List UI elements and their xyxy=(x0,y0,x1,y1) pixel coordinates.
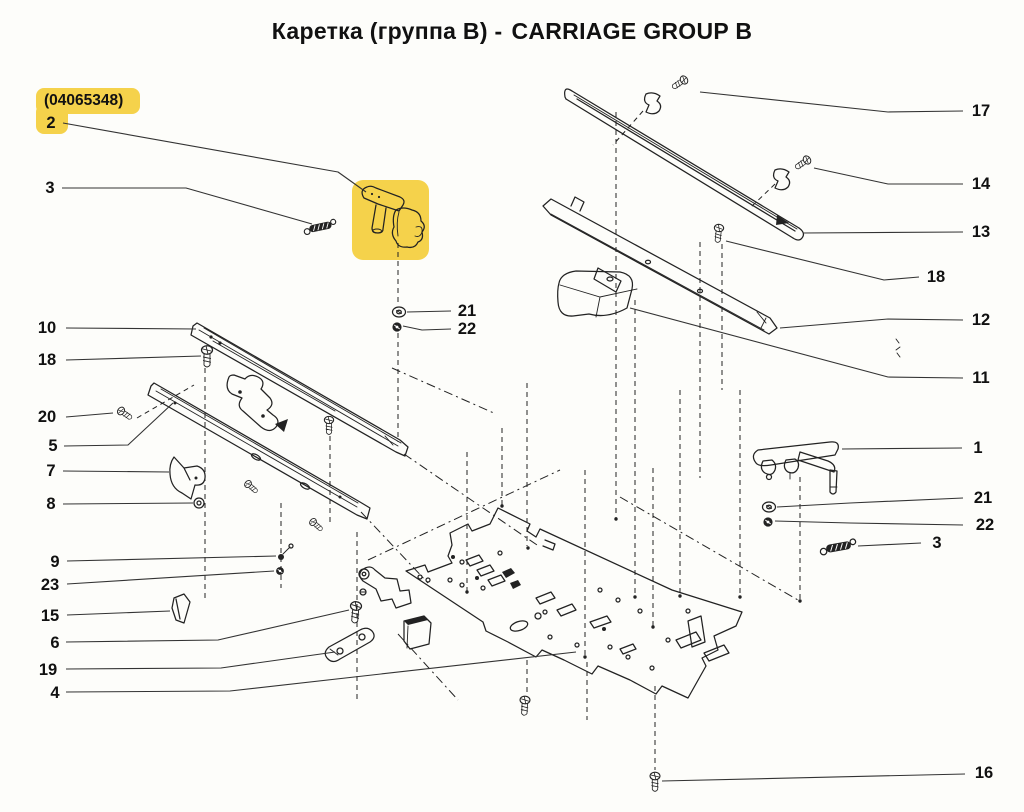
projection-lines xyxy=(136,110,802,770)
title-english: CARRIAGE GROUP B xyxy=(511,18,753,44)
screw-part-16 xyxy=(649,771,661,792)
callout-3-left: 3 xyxy=(45,178,55,197)
callout-12: 12 xyxy=(971,310,991,329)
rail-part-5 xyxy=(147,382,371,520)
washer-part-22-mid xyxy=(391,321,403,333)
callout-7: 7 xyxy=(46,461,56,480)
leader-line-6 xyxy=(65,609,350,643)
leader-line-18-right xyxy=(725,240,920,281)
block-part xyxy=(403,615,432,650)
leader-line-18-left xyxy=(65,355,202,361)
callout-18-left: 18 xyxy=(37,350,57,369)
leader-line-2 xyxy=(62,122,367,193)
screw-part-14 xyxy=(792,153,813,172)
leader-line-5 xyxy=(63,402,174,447)
pin-part-9 xyxy=(278,543,294,560)
callout-20: 20 xyxy=(37,407,57,426)
grommet-part-8 xyxy=(193,497,205,509)
title-russian: Каретка (группа В) - xyxy=(271,18,503,44)
leader-line-7 xyxy=(62,470,170,473)
leader-line-8 xyxy=(62,502,194,505)
leader-line-15 xyxy=(66,610,171,616)
scan-marks xyxy=(895,338,901,358)
callout-10: 10 xyxy=(37,318,57,337)
highlight-part-2 xyxy=(352,180,429,260)
spring-part-3-left xyxy=(302,218,338,236)
callout-21-mid: 21 xyxy=(457,301,477,320)
screw-under-plate xyxy=(518,695,531,717)
washer-part-21-mid xyxy=(391,306,407,318)
callout-23: 23 xyxy=(40,575,60,594)
nut-part-23 xyxy=(275,566,285,576)
screw-lower-left xyxy=(242,478,260,496)
callout-16: 16 xyxy=(974,763,994,782)
page-title: Каретка (группа В) - CARRIAGE GROUP B xyxy=(0,18,1024,45)
callout-13: 13 xyxy=(971,222,991,241)
leader-line-19 xyxy=(65,651,336,670)
bar-part-12 xyxy=(542,196,778,335)
callout-14: 14 xyxy=(971,174,991,193)
leader-line-10 xyxy=(65,327,197,330)
screw-part-20 xyxy=(115,405,135,423)
callout-21-right: 21 xyxy=(973,488,993,507)
callout-8: 8 xyxy=(46,494,56,513)
screw-lower-mid xyxy=(307,516,325,534)
callout-11: 11 xyxy=(972,368,990,387)
callout-22-mid: 22 xyxy=(457,319,477,338)
leader-line-3-left xyxy=(62,187,313,225)
callout-6: 6 xyxy=(50,633,60,652)
top-rail-part-13 xyxy=(564,88,805,241)
highlight-part-code xyxy=(36,88,140,134)
callout-4: 4 xyxy=(50,683,60,702)
callout-3-right: 3 xyxy=(932,533,942,552)
leader-line-9 xyxy=(66,555,277,562)
pawl-part-7 xyxy=(169,456,206,500)
leader-line-3-right xyxy=(857,542,922,547)
clip-part-17 xyxy=(643,92,662,115)
wedge-part-15 xyxy=(171,593,191,624)
callout-2: 2 xyxy=(46,113,56,132)
lever-part-2-highlighted xyxy=(361,185,425,249)
leader-line-11 xyxy=(629,307,964,379)
washer-part-22-right xyxy=(762,516,774,528)
leader-line-16 xyxy=(661,773,966,782)
callout-15: 15 xyxy=(40,606,60,625)
leader-line-13 xyxy=(802,231,964,234)
callout-18-right: 18 xyxy=(926,267,946,286)
washer-part-21-right xyxy=(761,501,777,513)
screw-center xyxy=(323,415,335,435)
callout-5: 5 xyxy=(48,436,58,455)
rail-part-10 xyxy=(190,322,409,457)
lever-part-6 xyxy=(348,566,412,625)
clip-part-14 xyxy=(772,168,791,191)
callout-9: 9 xyxy=(50,552,60,571)
callout-19: 19 xyxy=(38,660,58,679)
screw-part-18-right xyxy=(712,223,725,244)
leader-line-12 xyxy=(779,318,964,329)
spring-part-3-right xyxy=(818,537,858,556)
callout-22-right: 22 xyxy=(975,515,995,534)
screw-part-17 xyxy=(669,73,690,92)
leader-line-20 xyxy=(65,412,114,418)
link-part-19 xyxy=(324,627,375,663)
leader-line-22-right xyxy=(774,520,964,526)
carriage-part-1 xyxy=(752,441,839,495)
part-code: (04065348) xyxy=(44,92,124,109)
leader-line-22-mid xyxy=(402,325,452,331)
leader-line-23 xyxy=(66,570,275,585)
deflector-part-11 xyxy=(557,270,638,318)
leader-lines xyxy=(62,91,966,782)
leader-line-17 xyxy=(699,91,964,113)
base-plate-part-4 xyxy=(405,507,743,699)
leader-line-1 xyxy=(841,447,963,450)
bracket-between-rails xyxy=(226,374,288,432)
screw-part-18-left xyxy=(200,345,214,368)
leader-line-21-mid xyxy=(406,310,452,313)
leader-line-4 xyxy=(65,651,577,693)
callout-17: 17 xyxy=(971,101,991,120)
leader-line-14 xyxy=(813,167,963,185)
callout-1: 1 xyxy=(973,438,983,457)
leader-line-21-right xyxy=(776,497,964,508)
